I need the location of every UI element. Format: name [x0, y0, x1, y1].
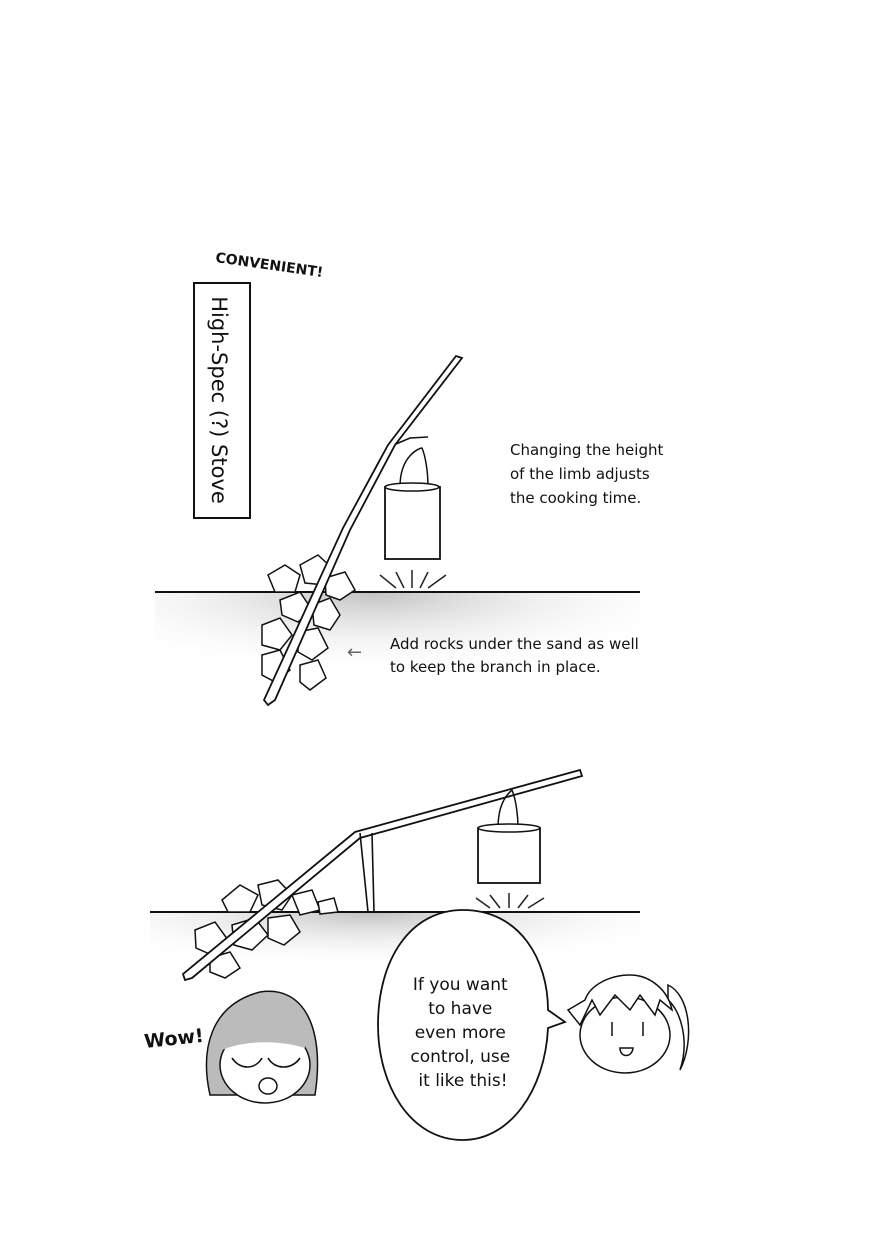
pot-handle [399, 447, 429, 488]
branch-twig [395, 436, 429, 445]
arrow-left-icon: ← [347, 642, 362, 663]
character-glasses [205, 990, 319, 1104]
speech-bubble: If you want to have even more control, u… [377, 909, 567, 1141]
speech-text: If you want to have even more control, u… [410, 975, 515, 1091]
sfx-convenient: CONVENIENT! [214, 250, 324, 281]
speech-line: even more [415, 1023, 506, 1043]
glasses-icon [231, 1057, 301, 1068]
caption-line: Add rocks under the sand as well [390, 635, 639, 653]
title-text: High-Spec (?) Stove [207, 296, 231, 504]
fire-lines [475, 893, 545, 909]
caption-line: Changing the height [510, 441, 663, 459]
character-ponytail [566, 974, 690, 1074]
rocks [261, 554, 356, 691]
pot-handle [497, 788, 519, 829]
caption-line: the cooking time. [510, 489, 641, 507]
caption-rocks: Add rocks under the sand as well to keep… [390, 635, 644, 676]
caption-height: Changing the height of the limb adjusts … [510, 441, 668, 507]
panel-2: Wow! If you want to have even more contr… [143, 768, 690, 1141]
rocks [194, 879, 339, 979]
pot [477, 823, 541, 884]
branch [262, 354, 464, 707]
title-box: High-Spec (?) Stove [193, 282, 251, 519]
support-stick [359, 832, 375, 913]
speech-line: to have [428, 999, 492, 1019]
caption-line: of the limb adjusts [510, 465, 650, 483]
speech-line: it like this! [418, 1071, 507, 1091]
sfx-wow: Wow! [143, 1025, 205, 1053]
speech-line: If you want [413, 975, 508, 995]
sand-shading [155, 593, 640, 713]
panel-1: CONVENIENT! High-Spec (?) Stove [155, 250, 668, 713]
fire-lines [379, 570, 447, 589]
caption-line: to keep the branch in place. [390, 658, 601, 676]
pot [384, 482, 441, 560]
speech-line: control, use [410, 1047, 510, 1067]
branch [181, 768, 584, 982]
